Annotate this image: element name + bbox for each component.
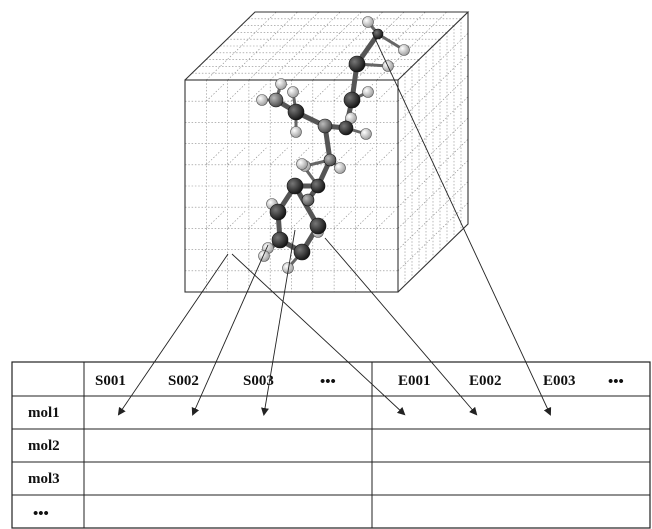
grid-depth-line [355,147,374,166]
grid-line [397,96,469,166]
grid-depth-line [376,83,395,102]
grid-depth-line [312,83,331,102]
grid-depth-line [206,83,225,102]
header-e001: E001 [398,373,431,389]
cube-front-face [184,79,399,293]
hydrogen-atom [362,86,374,98]
header-s001: S001 [95,373,126,389]
grid-depth-line [333,147,352,166]
grid-depth-line [248,211,267,229]
grid-depth-line [291,211,310,229]
heavy-atom [271,231,289,249]
mapping-arrow [231,253,406,416]
heavy-atom [293,243,311,261]
molecule-model [256,16,410,274]
header-s002: S002 [168,373,199,389]
heavy-atom [286,177,304,195]
grid-depth-line [206,147,225,166]
mapping-arrow [324,237,478,416]
grid-line [397,202,469,272]
table-border [11,361,651,529]
grid-depth-line [376,147,395,166]
mapping-arrow [117,253,229,416]
header-s003: S003 [243,373,274,389]
hydrogen-atom [256,94,268,106]
heavy-atom [287,103,305,121]
row-label-mol1: mol1 [28,405,60,421]
heavy-atom [343,91,361,109]
grid-depth-line [376,211,395,229]
heavy-atom [310,178,326,194]
heavy-atom [309,217,327,235]
grid-depth-line [269,147,288,166]
row-label-ellipsis: ••• [33,506,49,522]
hydrogen-atom [290,126,302,138]
grid-depth-line [227,211,246,229]
cube-side-edge [397,12,469,293]
grid-depth-line [248,83,267,102]
hydrogen-atom [334,162,346,174]
grid-depth-line [355,211,374,229]
heavy-atom [268,92,284,108]
heavy-atom [338,120,354,136]
mapping-arrows [117,31,552,416]
grid-depth-line [291,147,310,166]
mapping-arrow [191,244,269,416]
heavy-atom [323,153,337,167]
grid-depth-line [333,83,352,102]
mapping-arrow [371,31,552,416]
row-label-mol2: mol2 [28,438,60,454]
hydrogen-atom [360,128,372,140]
header-e002: E002 [469,373,502,389]
grid-depth-line [206,211,225,229]
header-e-ellipsis: ••• [608,374,624,390]
hydrogen-atom [258,250,270,262]
grid-depth-line [227,147,246,166]
cube-top-edge [184,11,470,81]
hydrogen-atom [287,86,299,98]
hydrogen-atom [362,16,374,28]
heavy-atom [269,203,287,221]
hydrogen-atom [275,78,287,90]
grid-depth-line [333,211,352,229]
grid-depth-line [248,147,267,166]
descriptor-table: S001 S002 S003 ••• E001 E002 E003 ••• mo… [11,361,651,529]
header-e003: E003 [543,373,576,389]
heavy-atom [301,193,315,207]
hydrogen-atom [398,44,410,56]
hydrogen-atom [296,158,308,170]
header-s-ellipsis: ••• [320,374,336,390]
mapping-arrow [261,229,296,416]
grid-depth-line [227,83,246,102]
heavy-atom [317,118,333,134]
heavy-atom [348,55,366,73]
row-label-mol3: mol3 [28,471,60,487]
